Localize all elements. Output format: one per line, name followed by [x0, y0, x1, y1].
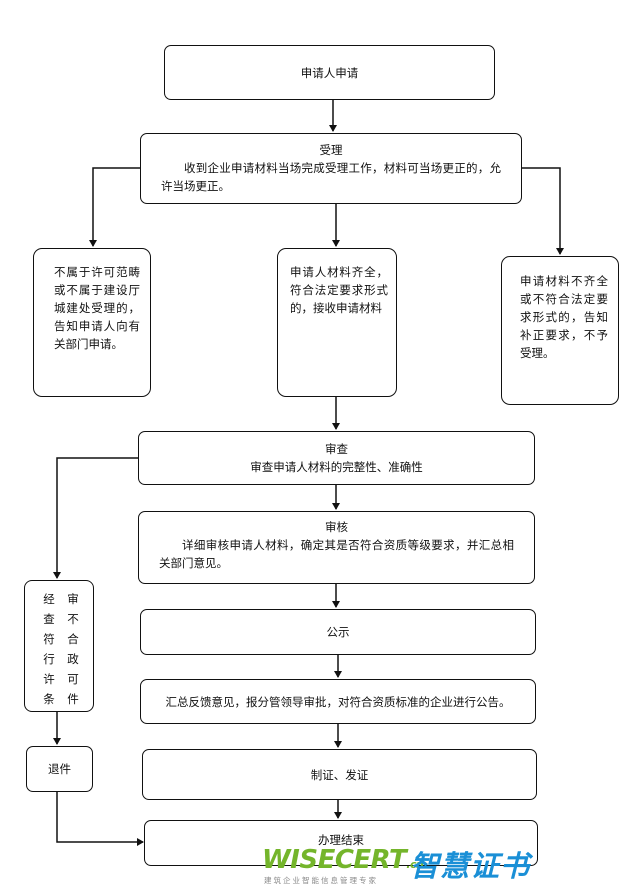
node-review: 审查 审查申请人材料的完整性、准确性: [138, 431, 535, 485]
node-end-label: 办理结束: [318, 833, 364, 847]
node-incomplete: 申请材料不齐全或不符合法定要求形式的，告知补正要求，不予受理。: [501, 256, 619, 405]
node-return: 退件: [26, 746, 93, 792]
node-not-qualified: 经 查 符 行 许 条 审 不 合 政 可 件: [24, 580, 94, 712]
node-summary: 汇总反馈意见，报分管领导审批，对符合资质标准的企业进行公告。: [140, 679, 536, 724]
char: 查: [43, 612, 55, 626]
node-complete: 申请人材料齐全，符合法定要求形式的，接收申请材料: [277, 248, 397, 397]
char: 许: [43, 672, 55, 686]
node-incomplete-text: 申请材料不齐全或不符合法定要求形式的，告知补正要求，不予受理。: [520, 274, 608, 360]
node-issue: 制证、发证: [142, 749, 537, 800]
node-not-qualified-col2: 审 不 合 政 可 件: [66, 589, 80, 709]
watermark-subtitle: 建筑企业智能信息管理专家: [264, 876, 378, 885]
watermark-logo: WISECERT.cn 智慧证书 建筑企业智能信息管理专家: [262, 843, 562, 885]
node-out-of-scope: 不属于许可范畴或不属于建设厅城建处受理的，告知申请人向有关部门申请。: [33, 248, 151, 397]
char: 条: [43, 692, 55, 706]
node-audit: 审核 详细审核申请人材料，确定其是否符合资质等级要求，并汇总相关部门意见。: [138, 511, 535, 584]
char: 政: [67, 652, 79, 666]
char: 符: [43, 632, 55, 646]
watermark-chinese: 智慧证书: [410, 849, 531, 883]
node-audit-title: 审核: [325, 520, 348, 534]
node-apply-label: 申请人申请: [300, 65, 359, 80]
char: 行: [43, 652, 55, 666]
node-review-text: 审查申请人材料的完整性、准确性: [250, 460, 423, 474]
arrow-return-to-end: [56, 792, 144, 846]
node-apply: 申请人申请: [164, 45, 495, 100]
char: 不: [67, 612, 79, 626]
node-review-title: 审查: [325, 442, 348, 456]
node-publicity-label: 公示: [326, 625, 350, 639]
node-return-label: 退件: [48, 762, 71, 776]
node-accept-text: 收到企业申请材料当场完成受理工作，材料可当场更正的，允许当场更正。: [161, 161, 501, 193]
arrow-accept-to-incomplete: [522, 167, 564, 255]
node-accept: 受理 收到企业申请材料当场完成受理工作，材料可当场更正的，允许当场更正。: [140, 133, 522, 204]
node-summary-label: 汇总反馈意见，报分管领导审批，对符合资质标准的企业进行公告。: [165, 694, 511, 709]
arrow-review-to-not-qualified: [53, 457, 140, 579]
char: 可: [67, 672, 79, 686]
node-out-of-scope-text: 不属于许可范畴或不属于建设厅城建处受理的，告知申请人向有关部门申请。: [54, 265, 140, 351]
node-issue-label: 制证、发证: [310, 767, 369, 782]
node-audit-text: 详细审核申请人材料，确定其是否符合资质等级要求，并汇总相关部门意见。: [159, 538, 514, 570]
node-publicity: 公示: [140, 609, 536, 655]
node-not-qualified-col1: 经 查 符 行 许 条: [42, 589, 56, 709]
watermark-latin: WISECERT.cn: [262, 845, 424, 875]
char: 经: [43, 592, 55, 606]
char: 合: [67, 632, 79, 646]
node-end: 办理结束: [144, 820, 538, 866]
node-complete-text: 申请人材料齐全，符合法定要求形式的，接收申请材料: [290, 265, 388, 315]
node-accept-title: 受理: [319, 143, 343, 157]
char: 审: [67, 592, 79, 606]
arrow-accept-to-out-of-scope: [89, 167, 140, 247]
char: 件: [67, 692, 79, 706]
